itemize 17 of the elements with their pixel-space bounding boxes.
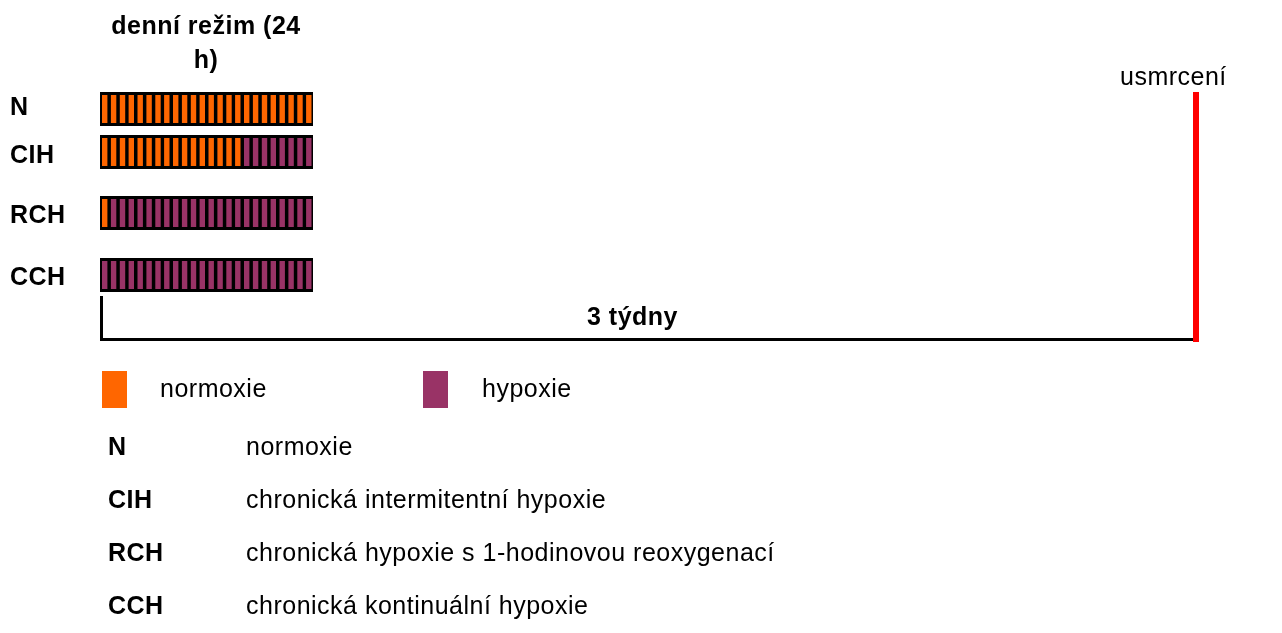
- duration-label: 3 týdny: [587, 302, 679, 331]
- bar-group-heading: denní režim (24 h): [110, 10, 302, 75]
- legend-label: hypoxie: [482, 374, 572, 403]
- legend-label: normoxie: [160, 374, 267, 403]
- group-label: N: [10, 92, 29, 121]
- abbreviation-definition: chronická hypoxie s 1-hodinovou reoxygenací: [246, 538, 775, 567]
- abbreviation-definition: chronická kontinuální hypoxie: [246, 591, 589, 620]
- abbreviation: N: [108, 432, 127, 461]
- abbreviation: CCH: [108, 591, 164, 620]
- endpoint-label: usmrcení: [1120, 62, 1227, 91]
- abbreviation-definition: chronická intermitentní hypoxie: [246, 485, 607, 514]
- group-label: CCH: [10, 262, 66, 291]
- group-label: CIH: [10, 140, 55, 169]
- abbreviation: CIH: [108, 485, 153, 514]
- group-label: RCH: [10, 200, 66, 229]
- abbreviation: RCH: [108, 538, 164, 567]
- abbreviation-definition: normoxie: [246, 432, 353, 461]
